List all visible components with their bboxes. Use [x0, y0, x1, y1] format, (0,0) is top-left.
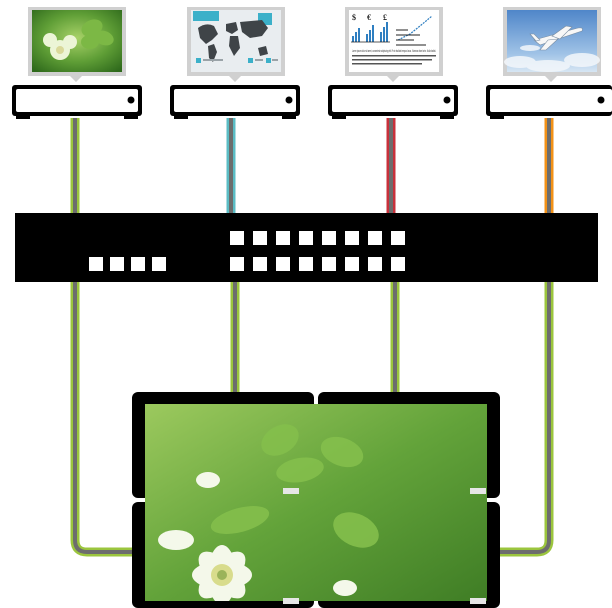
video-wall-badge-2 [470, 488, 486, 494]
output-port-11 [276, 257, 290, 271]
video-wall-badge-3 [283, 598, 299, 604]
input-ports [89, 257, 166, 271]
currency-symbol-3: £ [383, 13, 387, 22]
video-wall-badge-1 [283, 488, 299, 494]
output-port-9 [230, 257, 244, 271]
video-wall [132, 392, 500, 608]
output-port-15 [368, 257, 382, 271]
input-port-2 [110, 257, 124, 271]
output-port-4 [299, 231, 313, 245]
output-port-3 [276, 231, 290, 245]
video-wall-badge-4 [470, 598, 486, 604]
output-ports [230, 231, 405, 271]
document-lorem: Lorem ipsum dolor sit amet, consectetur … [352, 49, 436, 53]
output-port-5 [322, 231, 336, 245]
input-port-3 [131, 257, 145, 271]
output-port-8 [391, 231, 405, 245]
output-port-14 [345, 257, 359, 271]
source-player-4 [486, 85, 612, 119]
cable-output-1 [70, 280, 136, 557]
output-port-6 [345, 231, 359, 245]
clover-photo-icon [145, 404, 487, 601]
source-players [12, 85, 612, 119]
bar-chart-document-icon [349, 10, 439, 72]
cable-output-4 [496, 280, 554, 557]
matrix-switcher [15, 213, 598, 282]
source-3-preview: $ € £ Lorem ipsum dolor sit amet, consec… [345, 7, 443, 82]
source-1-preview [28, 7, 126, 82]
output-port-1 [230, 231, 244, 245]
input-port-4 [152, 257, 166, 271]
output-port-12 [299, 257, 313, 271]
source-player-2 [170, 85, 300, 119]
source-4-preview [503, 7, 601, 82]
output-port-10 [253, 257, 267, 271]
output-port-16 [391, 257, 405, 271]
currency-symbol-2: € [367, 13, 371, 22]
input-port-1 [89, 257, 103, 271]
currency-symbol-1: $ [352, 13, 356, 22]
cables [70, 118, 554, 557]
output-port-7 [368, 231, 382, 245]
source-player-3 [328, 85, 458, 119]
output-port-2 [253, 231, 267, 245]
output-port-13 [322, 257, 336, 271]
source-2-preview [187, 7, 285, 82]
source-player-1 [12, 85, 142, 119]
